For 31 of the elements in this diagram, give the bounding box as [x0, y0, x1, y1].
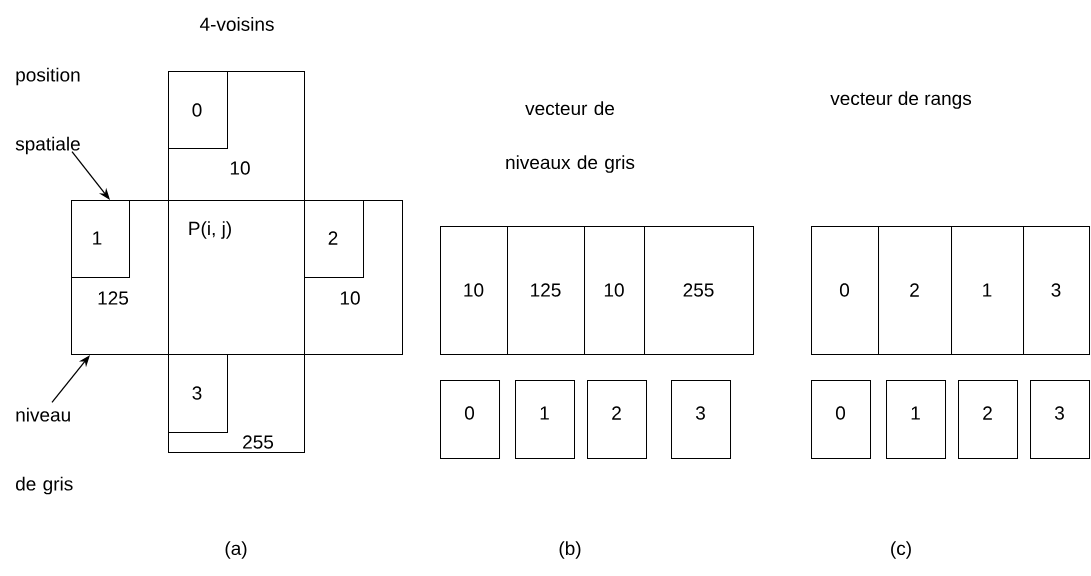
index-box: 2	[958, 380, 1018, 459]
index-box: 0	[440, 380, 500, 459]
index-box: 3	[1030, 380, 1090, 459]
panel-label: (b)	[559, 541, 581, 559]
vector-cell: 255	[644, 226, 754, 355]
index-box: 0	[811, 380, 871, 459]
vector-cell: 3	[1023, 226, 1090, 355]
heading: vecteur de rangs	[830, 91, 972, 109]
panel-label: (c)	[891, 541, 911, 559]
index-box: 3	[671, 380, 731, 459]
cell: 0	[168, 71, 228, 149]
cell: P(i, j)	[168, 200, 305, 355]
heading: vecteur de niveaux de gris	[506, 101, 635, 173]
leader-arrow	[71, 150, 110, 200]
vector-cell: 10	[440, 226, 508, 355]
heading: 4-voisins	[199, 17, 274, 31]
index-box: 1	[515, 380, 575, 459]
leader-arrow	[51, 355, 90, 404]
cell: 2	[304, 200, 364, 278]
vector-cell: 10	[584, 226, 645, 355]
cell: 1	[71, 200, 130, 278]
vector-cell: 125	[507, 226, 585, 355]
annotation-text: niveau de gris	[16, 407, 73, 495]
index-box: 2	[587, 380, 647, 459]
index-box: 1	[886, 380, 946, 459]
vector-cell: 0	[811, 226, 879, 355]
vector-cell: 2	[878, 226, 952, 355]
annotation-text: position spatiale	[15, 67, 80, 155]
cell: 3	[168, 354, 228, 433]
vector-cell: 1	[951, 226, 1024, 355]
panel-label: (a)	[225, 541, 247, 559]
